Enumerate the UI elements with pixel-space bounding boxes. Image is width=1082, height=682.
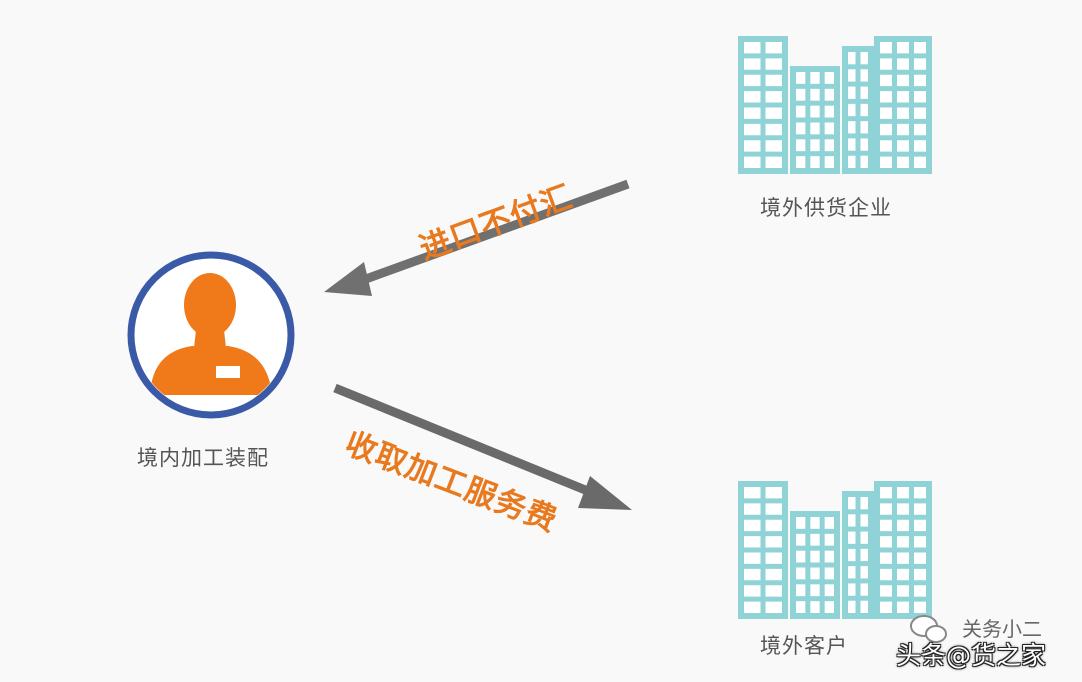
watermark-source: 头条@货之家 xyxy=(895,641,1046,670)
person-icon xyxy=(127,251,295,419)
domestic-label: 境内加工装配 xyxy=(137,446,269,470)
fee-arrow xyxy=(333,383,632,510)
wechat-icon xyxy=(910,615,947,643)
building-icon xyxy=(738,36,932,174)
watermark-account: 关务小二 xyxy=(962,617,1042,641)
building-icon xyxy=(738,481,932,619)
import-arrow xyxy=(324,179,630,296)
supplier-label: 境外供货企业 xyxy=(760,196,892,220)
customer-label: 境外客户 xyxy=(760,634,848,658)
